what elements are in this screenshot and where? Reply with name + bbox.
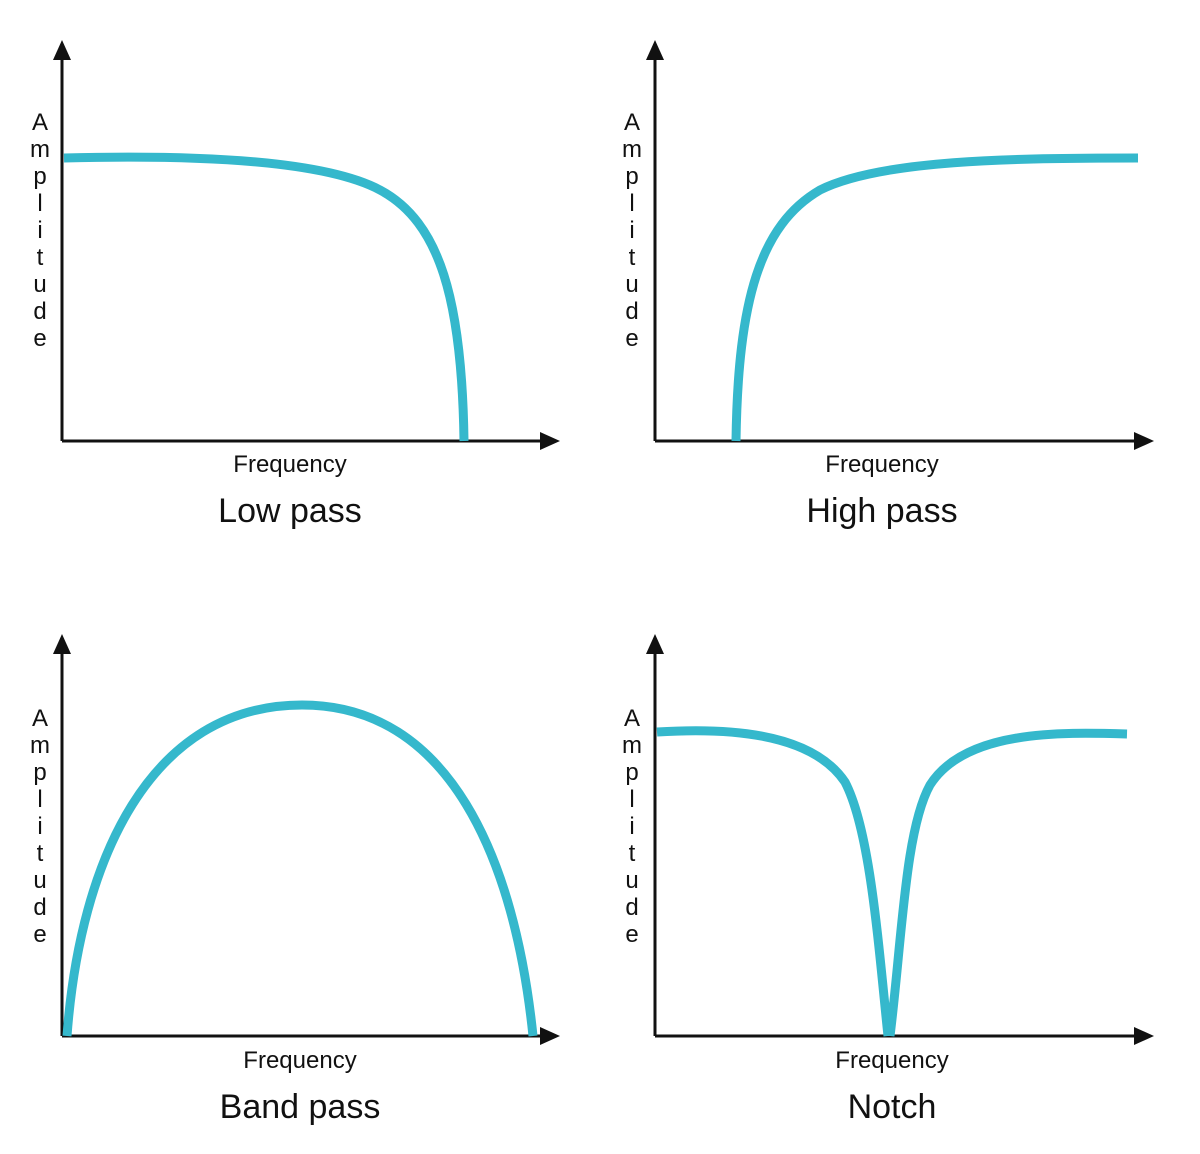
y-axis bbox=[646, 634, 664, 1036]
x-axis-arrowhead bbox=[1134, 432, 1154, 450]
panel-title: High pass bbox=[806, 492, 957, 530]
response-curve bbox=[731, 153, 1139, 442]
y-axis-arrowhead bbox=[53, 40, 71, 60]
y-axis-arrowhead bbox=[53, 634, 71, 654]
panel-title: Notch bbox=[848, 1088, 937, 1126]
y-axis bbox=[53, 634, 71, 1036]
y-axis bbox=[53, 40, 71, 441]
response-curve bbox=[62, 700, 538, 1037]
x-axis-label: Frequency bbox=[825, 451, 938, 478]
x-axis-arrowhead bbox=[1134, 1027, 1154, 1045]
x-axis bbox=[655, 1027, 1154, 1045]
response-curve bbox=[656, 726, 1128, 1037]
x-axis-arrowhead bbox=[540, 432, 560, 450]
response-curve bbox=[63, 152, 469, 442]
x-axis-label: Frequency bbox=[243, 1047, 356, 1074]
y-axis bbox=[646, 40, 664, 441]
x-axis bbox=[655, 432, 1154, 450]
x-axis bbox=[62, 432, 560, 450]
x-axis-arrowhead bbox=[540, 1027, 560, 1045]
panel-title: Low pass bbox=[218, 492, 362, 530]
y-axis-arrowhead bbox=[646, 634, 664, 654]
y-axis-arrowhead bbox=[646, 40, 664, 60]
x-axis-label: Frequency bbox=[233, 451, 346, 478]
x-axis-label: Frequency bbox=[835, 1047, 948, 1074]
x-axis bbox=[62, 1027, 560, 1045]
panel-title: Band pass bbox=[220, 1088, 381, 1126]
